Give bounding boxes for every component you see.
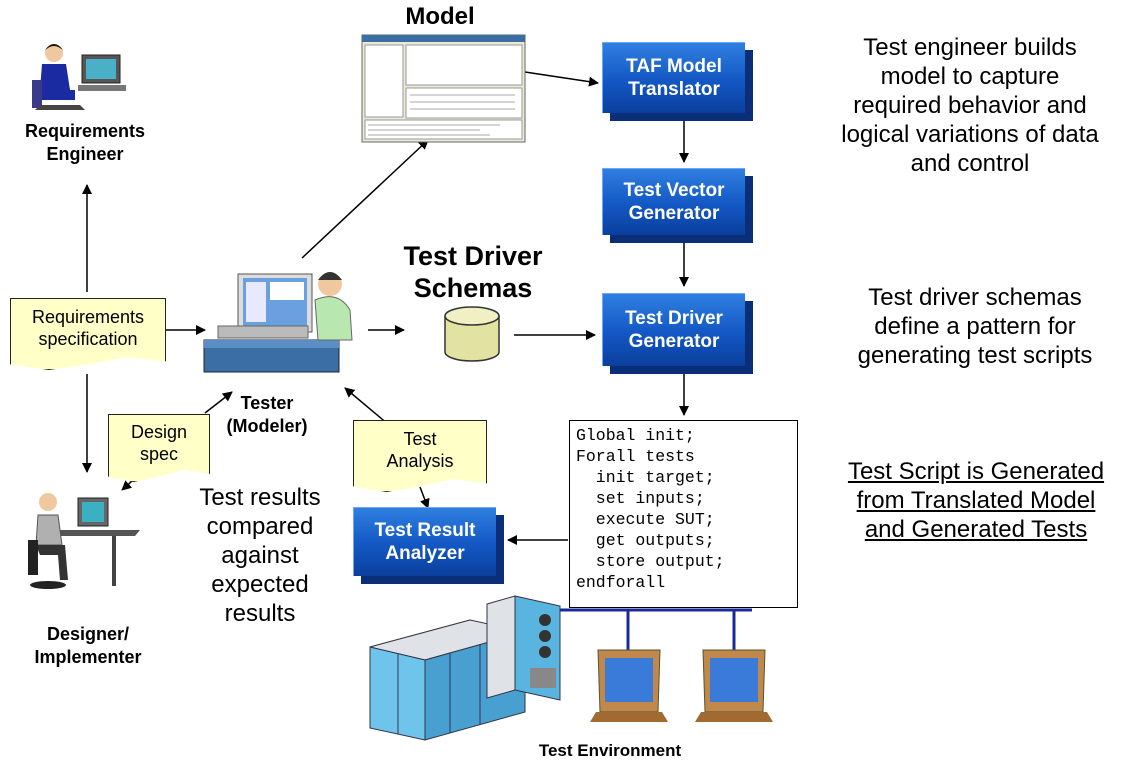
test-driver-schemas-label: Test Driver Schemas (403, 241, 543, 303)
test-vector-generator-box: Test Vector Generator (602, 168, 745, 235)
designer-label: Designer/ Implementer (34, 624, 142, 667)
test-result-analyzer-box: Test Result Analyzer (353, 507, 496, 576)
model-label: Model (405, 3, 475, 30)
mainframe-icon (369, 595, 561, 741)
model-description: Test engineer builds model to capture re… (841, 34, 1099, 177)
requirements-specification-doc: Requirements specification (10, 298, 166, 370)
terminal-monitor-icon (590, 649, 668, 722)
terminal-monitor-icon (695, 649, 773, 722)
test-driver-generator-box: Test Driver Generator (602, 293, 745, 366)
designer-icon (28, 493, 140, 589)
arrow-analysis-to-analyzer (419, 486, 430, 509)
database-cylinder-icon (444, 306, 500, 362)
script-description: Test Script is Generated from Translated… (847, 458, 1105, 543)
results-description: Test results compared against expected r… (199, 484, 321, 627)
model-screenshot-icon (361, 34, 526, 143)
test-analysis-doc: Test Analysis (353, 420, 487, 492)
arrow-tester-to-model (301, 139, 429, 259)
taf-model-translator-box: TAF Model Translator (602, 42, 745, 113)
requirements-engineer-label: Requirements Engineer (24, 121, 146, 164)
requirements-engineer-icon (32, 44, 126, 110)
tester-label: Tester (Modeler) (226, 393, 308, 436)
arrow-design-to-tester (204, 391, 233, 414)
test-script-code: Global init;Forall tests init target; se… (569, 420, 798, 608)
design-spec-doc: Design spec (108, 414, 210, 482)
test-environment-label: Test Environment (538, 741, 682, 760)
tester-icon (203, 272, 353, 373)
arrow-model-to-translator (524, 71, 599, 87)
schema-description: Test driver schemas define a pattern for… (857, 284, 1093, 369)
